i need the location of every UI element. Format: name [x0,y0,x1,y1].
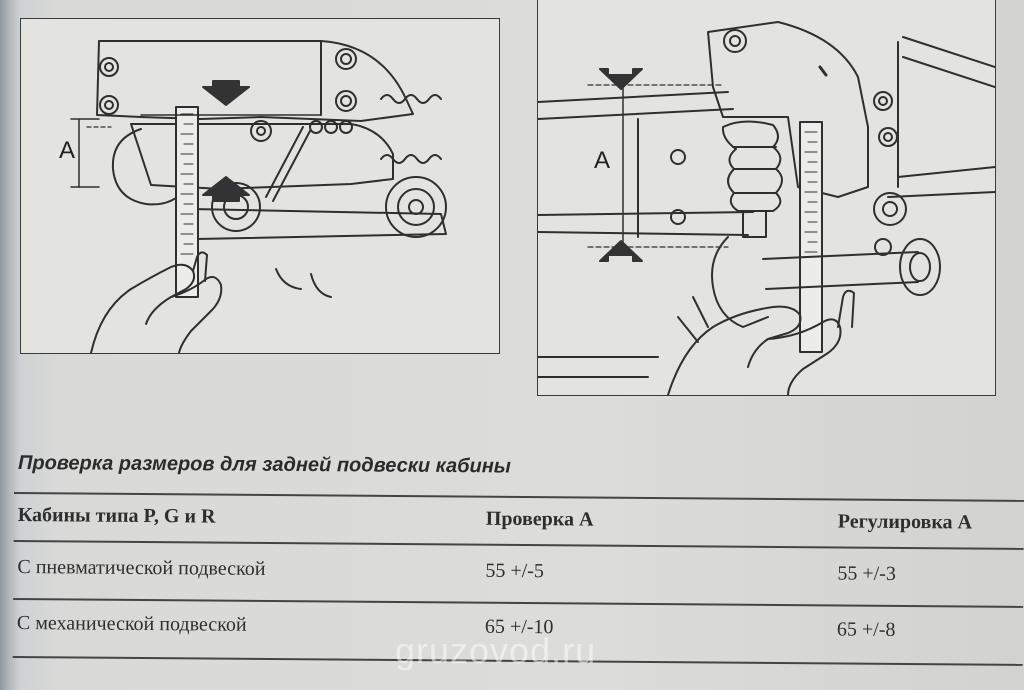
header-cab-type: Кабины типа P, G и R [17,504,216,528]
left-suspension-drawing [70,40,447,353]
row-adjust: 55 +/-3 [837,562,896,585]
right-suspension-drawing [538,21,995,395]
right-illustration: A [537,0,996,396]
left-illustration: A [20,18,500,354]
header-adjust-a: Регулировка A [837,510,973,534]
watermark: gruzovod.ru [395,630,597,671]
row-check: 55 +/-5 [485,559,544,583]
table-header-row: Кабины типа P, G и R Проверка A Регулиро… [14,494,1024,548]
header-check-a: Проверка A [485,507,594,531]
table-row: С пневматической подвеской 55 +/-5 55 +/… [13,546,1023,600]
section-caption: Проверка размеров для задней подвески ка… [17,452,511,478]
row-type: С пневматической подвеской [17,556,266,580]
row-type: С механической подвеской [16,612,247,636]
dimension-a-label: A [59,137,76,164]
dimension-a-label: A [594,147,611,174]
row-adjust: 65 +/-8 [836,618,896,641]
